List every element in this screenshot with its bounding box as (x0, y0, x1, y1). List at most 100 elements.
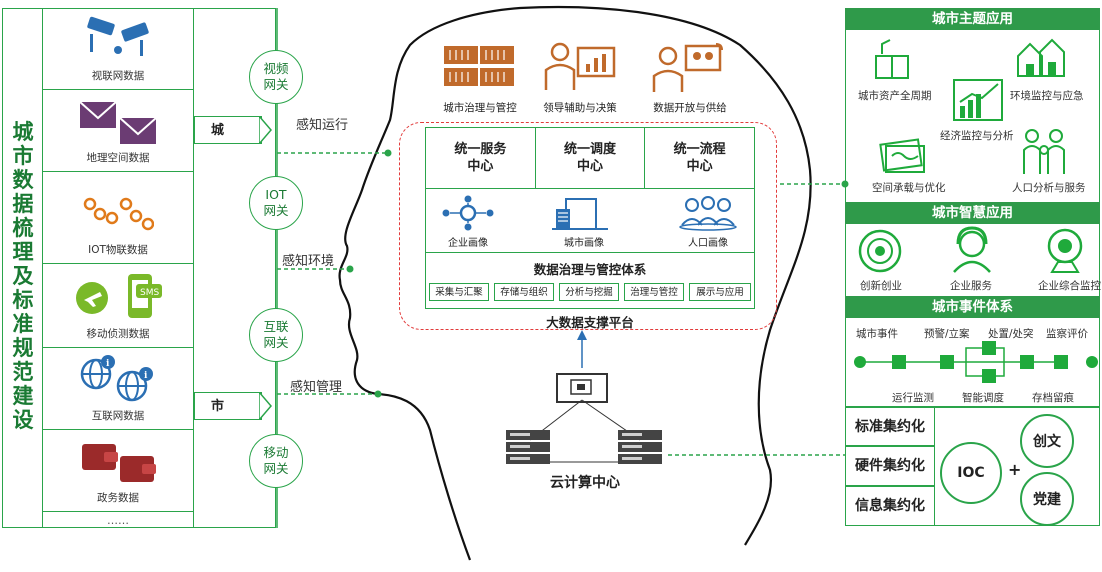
network-nodes-icon (442, 195, 494, 231)
server-right-icon (618, 430, 662, 464)
presenter-icon (544, 42, 616, 90)
tag-city: 城 (194, 116, 262, 144)
top-icon-label: 领导辅助与决策 (543, 102, 617, 114)
portrait-label: 城市画像 (564, 238, 604, 249)
gateway-label: IOT 网关 (263, 187, 289, 218)
unified-centers: 统一服务 中心 统一调度 中心 统一流程 中心 (425, 127, 755, 189)
event-stage: 预警/立案 (924, 328, 970, 340)
governance-item: 展示与应用 (689, 283, 751, 301)
source-video-network: 视联网数据 (42, 8, 194, 90)
theme-item-space: 空间承载与优化 (872, 182, 946, 194)
iot-chain-icon (83, 197, 154, 231)
smart-item-monitor: 企业综合监控 (1038, 280, 1101, 292)
growth-chart-icon (953, 79, 1003, 121)
data-sharing-icon (652, 43, 723, 92)
party-building-circle: 党建 (1020, 472, 1074, 526)
gateway-mobile: 移动 网关 (249, 434, 303, 488)
event-sub: 存档留痕 (1032, 392, 1074, 404)
event-stage: 监察评价 (1046, 328, 1088, 340)
more-sources: …… (107, 514, 129, 527)
tag-municipal: 市 (194, 392, 262, 420)
family-icon (1023, 129, 1065, 174)
center-workflow: 统一流程 中心 (673, 142, 726, 174)
theme-item-environment: 环境监控与应急 (1010, 90, 1084, 102)
theme-apps-header: 城市主题应用 (845, 8, 1100, 30)
customer-service-icon (953, 226, 991, 273)
governance-item: 存储与组织 (494, 283, 554, 301)
tag-municipal-arrow (259, 392, 272, 420)
gateway-label: 移动 网关 (263, 445, 289, 476)
cctv-camera-icon (87, 16, 149, 56)
source-label: IOT物联数据 (88, 244, 148, 256)
top-icon-label: 数据开放与供给 (653, 102, 727, 114)
sense-environment: 感知环境 (282, 254, 335, 269)
svg-text:i: i (144, 371, 148, 381)
source-label: 视联网数据 (91, 70, 145, 82)
ioc-circle: IOC (940, 442, 1002, 504)
portraits-row: 企业画像 城市画像 人口画像 (425, 189, 755, 253)
intensive-hardware: 硬件集约化 (845, 446, 935, 486)
city-building-icon (552, 198, 608, 230)
source-government: 政务数据 (42, 430, 194, 512)
theme-item-asset: 城市资产全周期 (858, 90, 932, 102)
gateway-iot: IOT 网关 (249, 176, 303, 230)
gateway-label: 视频 网关 (263, 61, 289, 92)
gateway-label: 互联 网关 (263, 319, 289, 350)
intensive-information: 信息集约化 (845, 486, 935, 526)
smart-item-enterprise: 企业服务 (950, 280, 992, 292)
source-label: 移动侦测数据 (86, 328, 150, 340)
civilization-label: 创文 (1033, 434, 1061, 450)
desk-icon (875, 39, 909, 79)
intensive-standard: 标准集约化 (845, 406, 935, 446)
wallet-icon (82, 444, 156, 482)
platform-footer: 大数据支撑平台 (546, 315, 634, 330)
ioc-label: IOC (957, 465, 985, 481)
civilization-circle: 创文 (1020, 414, 1074, 468)
svg-text:SMS: SMS (140, 288, 159, 298)
map-cards-icon (879, 138, 925, 173)
webcam-icon (1047, 228, 1083, 273)
plus-sign: + (1008, 460, 1022, 479)
smart-item-innovation: 创新创业 (860, 280, 902, 292)
gateway-video: 视频 网关 (249, 50, 303, 104)
tag-city-label: 城 (211, 123, 225, 138)
source-label: 地理空间数据 (86, 152, 150, 164)
source-internet: i i 互联网数据 (42, 348, 194, 430)
left-panel (2, 8, 276, 528)
event-stage: 处置/处突 (988, 328, 1034, 340)
innovation-icon (858, 229, 902, 273)
theme-item-population: 人口分析与服务 (1012, 182, 1086, 194)
left-panel-title: 城市数据梳理及标准规范建设 (12, 120, 34, 432)
center-dispatch: 统一调度 中心 (536, 128, 646, 188)
event-system-header: 城市事件体系 (845, 296, 1100, 318)
sense-management: 感知管理 (290, 380, 343, 395)
center-service: 统一服务 中心 (426, 128, 536, 188)
tag-municipal-label: 市 (211, 399, 225, 414)
big-data-platform (399, 122, 777, 330)
event-sub: 智能调度 (962, 392, 1004, 404)
governance-item: 分析与挖掘 (559, 283, 619, 301)
governance-title: 数据治理与管控体系 (533, 262, 647, 277)
envelope-icon (79, 101, 157, 144)
source-mobile: SMS 移动侦测数据 (42, 264, 194, 348)
gateway-internet: 互联 网关 (249, 308, 303, 362)
event-flow (854, 341, 1098, 383)
party-building-label: 党建 (1033, 492, 1061, 508)
source-iot: IOT物联数据 (42, 172, 194, 264)
smart-apps-header: 城市智慧应用 (845, 202, 1100, 224)
source-label: 互联网数据 (91, 410, 145, 422)
source-column (42, 8, 194, 528)
monitor-icon (556, 373, 608, 403)
svg-text:i: i (106, 359, 110, 369)
server-rack-icon (444, 46, 514, 86)
sense-run: 感知运行 (296, 118, 349, 133)
governance-item: 治理与管控 (624, 283, 684, 301)
governance-system: 数据治理与管控体系 采集与汇聚 存储与组织 分析与挖掘 治理与管控 展示与应用 (425, 253, 755, 309)
airplane-phone-icon: SMS (76, 274, 162, 318)
server-left-icon (506, 430, 550, 464)
event-sub: 运行监测 (892, 392, 934, 404)
tag-city-arrow (259, 116, 272, 144)
houses-icon (1017, 38, 1065, 77)
portrait-label: 人口画像 (688, 238, 728, 249)
portrait-label: 企业画像 (448, 238, 488, 249)
